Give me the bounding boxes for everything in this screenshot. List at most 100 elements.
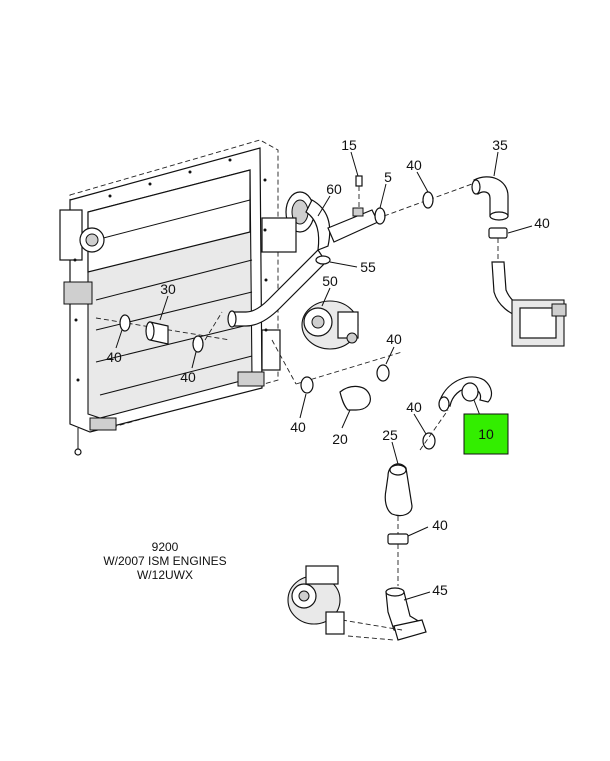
hose-10-inlet — [438, 396, 450, 412]
callout-10[interactable]: 10 — [478, 426, 494, 442]
elbow-25 — [384, 463, 413, 517]
left-bracket — [63, 281, 93, 305]
diagram-caption: 9200 W/2007 ISM ENGINES W/12UWX — [103, 540, 226, 582]
tube-end-5 — [374, 207, 386, 225]
leader-15 — [350, 151, 359, 177]
leader-40d — [191, 351, 197, 369]
hose-30-group — [95, 311, 231, 353]
hose-10 — [439, 376, 493, 407]
callout-55[interactable]: 55 — [360, 259, 376, 275]
clamp-40-left — [119, 314, 131, 332]
radiator-assembly — [59, 139, 315, 456]
elbow-45-flange — [393, 619, 427, 641]
cooler-inlet-bore — [85, 233, 99, 247]
elbow-25-top — [389, 464, 407, 476]
clamp-40-center — [422, 432, 436, 450]
bolt-dots — [73, 158, 268, 382]
elbow-45-top — [385, 587, 405, 597]
callout-40-a[interactable]: 40 — [406, 157, 422, 173]
right-lower-bracket — [261, 329, 281, 371]
callout-15[interactable]: 15 — [341, 137, 357, 153]
leader-60 — [317, 195, 331, 217]
core-line-1 — [95, 259, 253, 301]
core-line-3 — [95, 323, 253, 363]
lower-right-group — [384, 463, 427, 641]
callout-45[interactable]: 45 — [432, 582, 448, 598]
lower-hose-20-group — [271, 339, 403, 411]
elbow-35-bottom — [489, 211, 509, 221]
leader-40b — [507, 225, 533, 234]
lower-mount-block — [237, 371, 265, 387]
leader-lines — [115, 151, 533, 601]
leader-55 — [329, 261, 358, 268]
callout-40-d[interactable]: 40 — [180, 369, 196, 385]
bleed-fitting — [352, 207, 364, 217]
leader-45 — [403, 591, 431, 601]
leader-40h — [407, 526, 429, 537]
leader-25 — [391, 441, 399, 465]
leader-50 — [321, 287, 331, 307]
clamp-40-lower-left — [300, 376, 314, 394]
leader-5 — [379, 183, 387, 209]
caption-line-3: W/12UWX — [137, 568, 193, 582]
engine-port-bore — [298, 590, 310, 602]
caption-line-1: 9200 — [152, 540, 179, 554]
hose-10-end — [461, 382, 479, 402]
elbow-35-end — [471, 179, 481, 195]
axis-20a — [271, 339, 297, 385]
leader-40f — [299, 393, 307, 419]
callout-25[interactable]: 25 — [382, 427, 398, 443]
leader-40a — [416, 171, 429, 193]
upper-hose-group — [227, 175, 386, 328]
right-upper-bracket — [261, 217, 297, 253]
axis-engine-a — [341, 619, 403, 631]
drain-cock — [74, 448, 82, 456]
leader-20 — [341, 409, 351, 429]
engine-component — [287, 565, 403, 641]
callout-labels: 15 40 5 35 40 60 55 50 30 40 40 40 40 20… — [106, 137, 550, 598]
callout-30[interactable]: 30 — [160, 281, 176, 297]
upper-right-group — [383, 176, 567, 347]
caption-line-2: W/2007 ISM ENGINES — [103, 554, 226, 568]
water-pump — [301, 300, 359, 350]
clamp-40-upper — [422, 191, 434, 209]
callout-60[interactable]: 60 — [326, 181, 342, 197]
axis-engine-b — [347, 635, 395, 641]
callout-40-g[interactable]: 40 — [406, 399, 422, 415]
leader-40e — [385, 346, 395, 365]
pump-outlet — [346, 332, 358, 344]
callout-40-f[interactable]: 40 — [290, 419, 306, 435]
surge-tank-face — [519, 307, 557, 339]
pump-hub — [311, 315, 325, 329]
hose-20 — [339, 385, 371, 411]
engine-top-block — [305, 565, 339, 585]
clamp-40-mid — [192, 335, 204, 353]
clamp-55 — [315, 255, 331, 265]
leader-40c — [115, 329, 123, 349]
clamp-40-lower — [376, 364, 390, 382]
callout-35[interactable]: 35 — [492, 137, 508, 153]
callout-5[interactable]: 5 — [384, 169, 392, 185]
callout-40-e[interactable]: 40 — [386, 331, 402, 347]
highlight-box[interactable] — [463, 413, 509, 455]
axis-20b — [295, 351, 403, 385]
leader-35 — [493, 151, 499, 177]
axis-30b — [204, 311, 223, 341]
callout-40-h[interactable]: 40 — [432, 517, 448, 533]
hose-30-end — [145, 321, 155, 341]
leader-30 — [159, 295, 169, 321]
callout-40-b[interactable]: 40 — [534, 215, 550, 231]
cooler-line-1 — [87, 199, 251, 243]
pipe-end — [227, 310, 237, 328]
left-upper-mount — [59, 209, 83, 261]
callout-50[interactable]: 50 — [322, 273, 338, 289]
lower-left-mount — [89, 417, 117, 431]
axis-10 — [419, 409, 449, 451]
hose-10-group — [419, 376, 493, 451]
callout-20[interactable]: 20 — [332, 431, 348, 447]
clamp-40-right — [488, 227, 508, 239]
callout-40-c[interactable]: 40 — [106, 349, 122, 365]
engine-lower-block — [325, 611, 345, 635]
